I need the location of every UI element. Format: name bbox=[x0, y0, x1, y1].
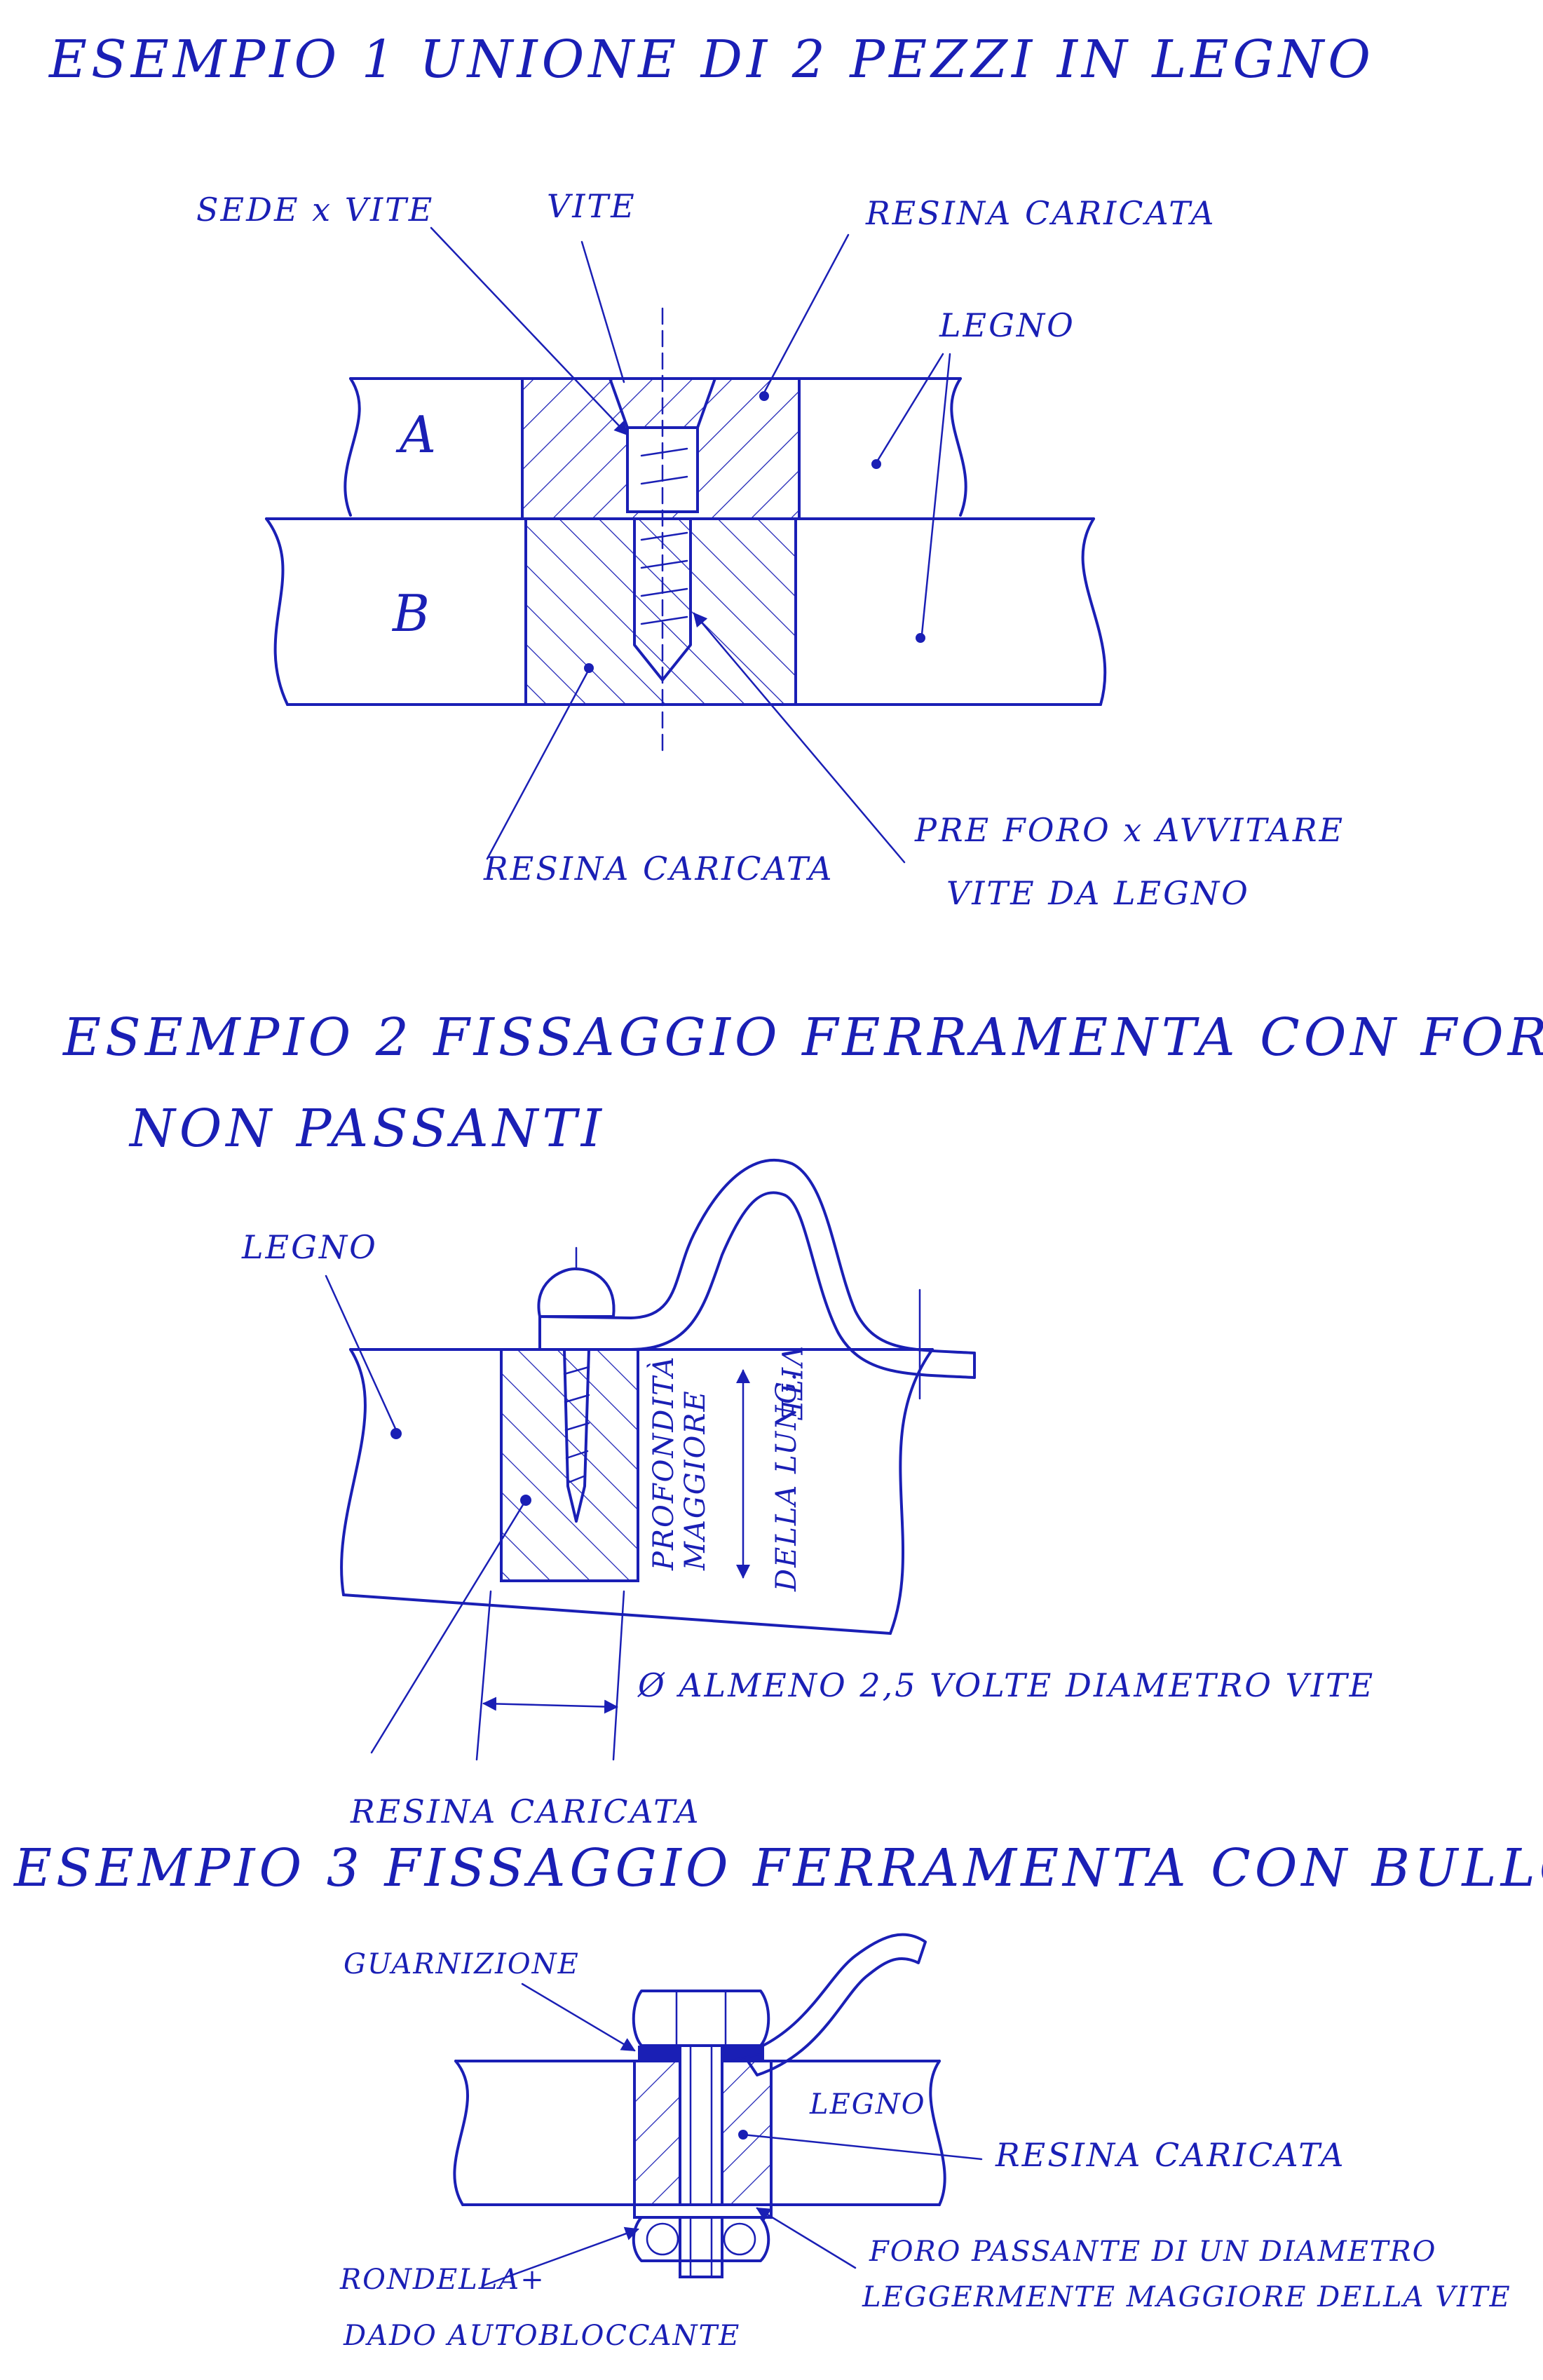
piece-b-label: B bbox=[391, 584, 430, 643]
label-sede-vite: SEDE x VITE bbox=[196, 191, 434, 229]
label-resina-3: RESINA CARICATA bbox=[995, 2136, 1346, 2174]
ext-line-left bbox=[475, 1590, 492, 1761]
example-2-title-line1: ESEMPIO 2 FISSAGGIO FERRAMENTA CON FORI bbox=[62, 1007, 1543, 1068]
leader-resina-2 bbox=[370, 1499, 527, 1754]
example-3-title: ESEMPIO 3 FISSAGGIO FERRAMENTA CON BULLO… bbox=[13, 1838, 1543, 1898]
ext-line-right bbox=[612, 1590, 625, 1761]
screw-thread-2 bbox=[563, 1366, 590, 1484]
label-preforo-line2: VITE DA LEGNO bbox=[946, 874, 1250, 912]
label-preforo-line1: PRE FORO x AVVITARE bbox=[914, 811, 1345, 849]
label-vite-2: VITE bbox=[775, 1346, 807, 1422]
piece-a-label: A bbox=[395, 405, 436, 464]
leader-resina-top bbox=[763, 233, 850, 394]
board-a-left-break bbox=[344, 377, 361, 517]
leader-legno-b bbox=[920, 353, 951, 636]
wood-right-break bbox=[889, 1348, 934, 1635]
label-resina-2: RESINA CARICATA bbox=[350, 1793, 701, 1830]
dot-legno-a bbox=[871, 459, 881, 469]
example-1-title: ESEMPIO 1 UNIONE DI 2 PEZZI IN LEGNO bbox=[48, 29, 1375, 90]
leader-sede-vite bbox=[430, 226, 629, 436]
dot-resina-top bbox=[759, 391, 769, 401]
bolt-head-facets bbox=[675, 1990, 727, 2047]
diameter-dimension-line bbox=[482, 1696, 618, 1714]
wood3-left-break bbox=[453, 2060, 469, 2206]
label-legno: LEGNO bbox=[939, 306, 1075, 344]
screw-head-2 bbox=[537, 1267, 616, 1318]
board-a-right-break bbox=[950, 377, 967, 517]
leader-guarnizione bbox=[521, 1983, 636, 2052]
label-guarnizione: GUARNIZIONE bbox=[344, 1948, 580, 1980]
label-legno-3: LEGNO bbox=[809, 2088, 926, 2121]
dot-resina-bottom bbox=[584, 663, 594, 673]
bolt-head bbox=[632, 1990, 770, 2047]
bolt-thread-lines bbox=[689, 2044, 713, 2278]
leader-legno-2 bbox=[325, 1274, 397, 1432]
example-2-title-line2: NON PASSANTI bbox=[128, 1099, 606, 1159]
board-b-left-break bbox=[265, 517, 289, 706]
example-2: ESEMPIO 2 FISSAGGIO FERRAMENTA CON FORI … bbox=[62, 1007, 1543, 1830]
label-rondella-line2: DADO AUTOBLOCCANTE bbox=[343, 2320, 740, 2352]
dot-legno-b bbox=[916, 633, 925, 643]
label-rondella-line1: RONDELLA+ bbox=[339, 2264, 545, 2296]
leader-legno-a bbox=[875, 353, 944, 464]
label-resina-bottom: RESINA CARICATA bbox=[483, 850, 834, 888]
leader-resina-3 bbox=[742, 2133, 983, 2161]
label-foro-line1: FORO PASSANTE DI UN DIAMETRO bbox=[869, 2236, 1436, 2268]
label-profondita-3: DELLA LUNG. bbox=[770, 1371, 803, 1592]
example-1: ESEMPIO 1 UNIONE DI 2 PEZZI IN LEGNO SED… bbox=[48, 29, 1375, 912]
leader-vite bbox=[580, 240, 625, 383]
wood-bottom-edge bbox=[342, 1593, 892, 1635]
label-diametro: Ø ALMENO 2,5 VOLTE DIAMETRO VITE bbox=[637, 1666, 1375, 1704]
screw-thread bbox=[640, 447, 688, 625]
leader-preforo bbox=[693, 612, 906, 864]
dot-resina-3 bbox=[738, 2130, 748, 2140]
label-profondita-1: PROFONDITÀ bbox=[647, 1355, 680, 1571]
label-resina-top: RESINA CARICATA bbox=[865, 194, 1216, 232]
nut-facet-left bbox=[646, 2222, 679, 2256]
screw-body-2 bbox=[563, 1348, 590, 1523]
example-3: ESEMPIO 3 FISSAGGIO FERRAMENTA CON BULLO… bbox=[13, 1838, 1543, 2352]
wood-left-break bbox=[340, 1348, 367, 1596]
washer bbox=[633, 2203, 773, 2219]
wood3-right-break bbox=[929, 2060, 946, 2206]
board-b-right-break bbox=[1081, 517, 1107, 706]
hook-bracket bbox=[538, 1159, 976, 1379]
hook-bracket-3 bbox=[742, 1933, 927, 2076]
label-legno-2: LEGNO bbox=[241, 1228, 378, 1266]
nut-facet-right bbox=[723, 2222, 756, 2256]
label-vite: VITE bbox=[547, 187, 637, 225]
label-foro-line2: LEGGERMENTE MAGGIORE DELLA VITE bbox=[862, 2281, 1511, 2313]
leader-gasket-right bbox=[728, 2053, 762, 2062]
resin-pocket bbox=[500, 1348, 639, 1582]
bolt-shank bbox=[679, 2044, 723, 2278]
leader-resina-bottom bbox=[486, 668, 590, 860]
resin-fill-b bbox=[524, 517, 797, 706]
dot-legno-2 bbox=[390, 1428, 402, 1439]
leader-rondella bbox=[482, 2226, 639, 2287]
leader-foro bbox=[756, 2207, 857, 2269]
label-profondita-2: MAGGIORE bbox=[679, 1389, 712, 1571]
dot-resina-2 bbox=[520, 1495, 531, 1506]
